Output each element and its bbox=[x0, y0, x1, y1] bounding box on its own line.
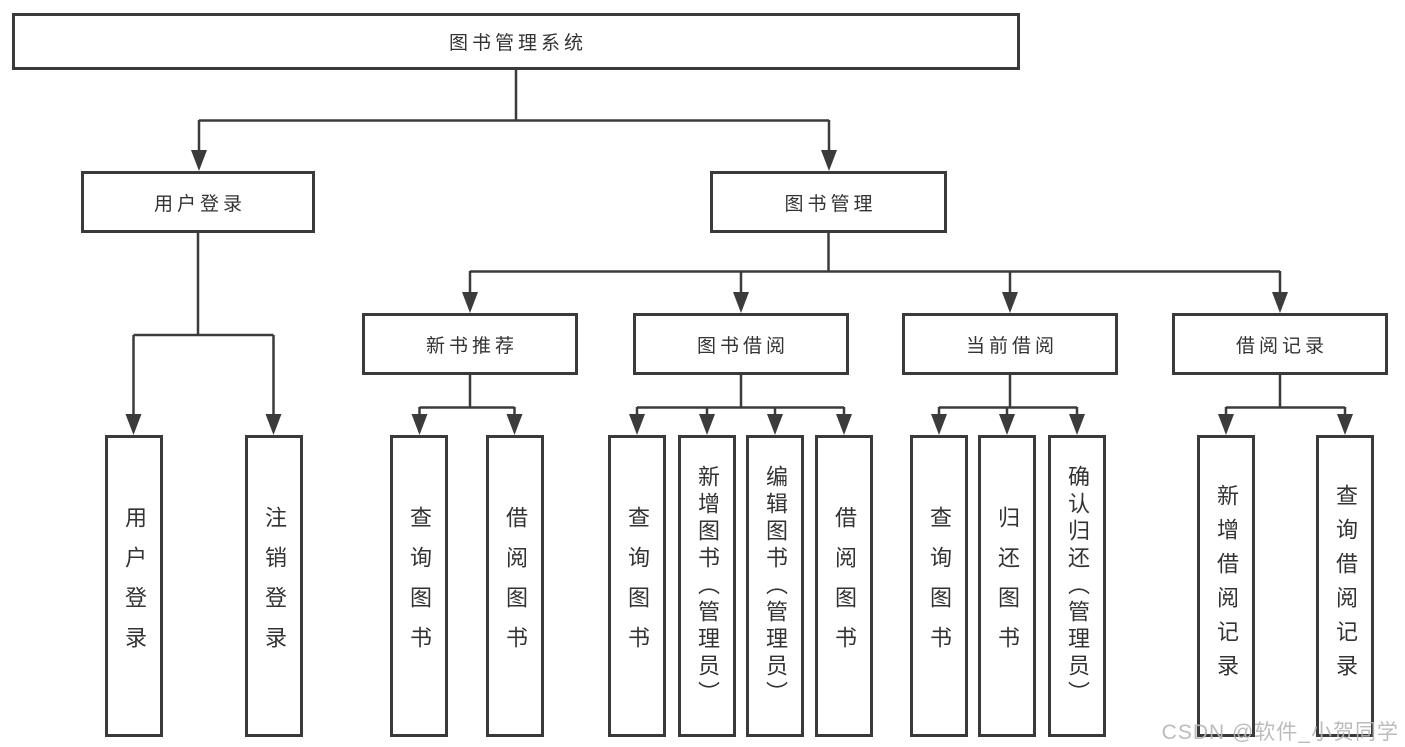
node-user-login: 用户登录 bbox=[81, 171, 315, 233]
leaf-borrow-edit-books-admin-label: 编辑图书（管理员） bbox=[763, 464, 788, 708]
node-user-login-label: 用户登录 bbox=[153, 193, 246, 215]
leaf-current-query-books: 查询图书 bbox=[910, 435, 968, 737]
leaf-logout-label: 注销登录 bbox=[262, 506, 287, 666]
leaf-borrow-query-books-label: 查询图书 bbox=[625, 506, 650, 666]
leaf-records-add-record-label: 新增借阅记录 bbox=[1214, 484, 1239, 688]
leaf-current-confirm-return-admin-label: 确认归还（管理员） bbox=[1065, 464, 1090, 708]
leaf-current-confirm-return-admin: 确认归还（管理员） bbox=[1048, 435, 1106, 737]
leaf-current-return-books-label: 归还图书 bbox=[995, 506, 1020, 666]
node-book-borrowing-label: 图书借阅 bbox=[696, 335, 789, 357]
leaf-borrow-add-books-admin: 新增图书（管理员） bbox=[678, 435, 736, 737]
leaf-records-query-record: 查询借阅记录 bbox=[1316, 435, 1374, 737]
node-new-book-recommend: 新书推荐 bbox=[362, 313, 578, 375]
node-book-management-label: 图书管理 bbox=[784, 193, 877, 215]
leaf-logout: 注销登录 bbox=[245, 435, 303, 737]
leaf-records-query-record-label: 查询借阅记录 bbox=[1333, 484, 1358, 688]
leaf-borrow-add-books-admin-label: 新增图书（管理员） bbox=[695, 464, 720, 708]
node-current-borrowing-label: 当前借阅 bbox=[965, 335, 1058, 357]
watermark-text: CSDN @软件_小贺同学 bbox=[1161, 721, 1399, 744]
leaf-borrow-borrow-books: 借阅图书 bbox=[815, 435, 873, 737]
leaf-current-return-books: 归还图书 bbox=[978, 435, 1036, 737]
node-borrowing-records: 借阅记录 bbox=[1172, 313, 1388, 375]
leaf-user-login-label: 用户登录 bbox=[122, 506, 147, 666]
leaf-borrow-query-books: 查询图书 bbox=[608, 435, 666, 737]
leaf-newbook-borrow-books: 借阅图书 bbox=[486, 435, 544, 737]
node-book-borrowing: 图书借阅 bbox=[633, 313, 849, 375]
node-current-borrowing: 当前借阅 bbox=[902, 313, 1118, 375]
node-system-root: 图书管理系统 bbox=[12, 13, 1020, 70]
leaf-borrow-borrow-books-label: 借阅图书 bbox=[832, 506, 857, 666]
leaf-records-add-record: 新增借阅记录 bbox=[1197, 435, 1255, 737]
leaf-borrow-edit-books-admin: 编辑图书（管理员） bbox=[746, 435, 804, 737]
leaf-current-query-books-label: 查询图书 bbox=[927, 506, 952, 666]
leaf-user-login: 用户登录 bbox=[105, 435, 163, 737]
node-new-book-recommend-label: 新书推荐 bbox=[425, 335, 518, 357]
node-system-root-label: 图书管理系统 bbox=[448, 33, 587, 54]
leaf-newbook-query-books-label: 查询图书 bbox=[407, 506, 432, 666]
leaf-newbook-query-books: 查询图书 bbox=[390, 435, 448, 737]
node-borrowing-records-label: 借阅记录 bbox=[1235, 335, 1328, 357]
leaf-newbook-borrow-books-label: 借阅图书 bbox=[503, 506, 528, 666]
node-book-management: 图书管理 bbox=[710, 171, 947, 233]
